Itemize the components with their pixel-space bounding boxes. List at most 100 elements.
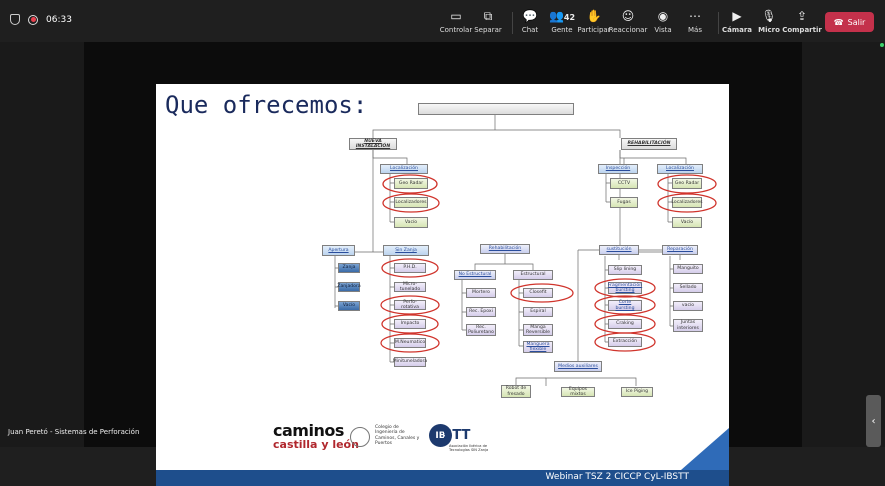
people-count: 42 xyxy=(563,13,576,22)
node-vacio-rehab: Vacío xyxy=(672,217,702,228)
highlight-m-neumatico xyxy=(380,333,440,353)
node-rec-epoxi: Rec. Epoxi xyxy=(466,307,496,317)
chat-button[interactable]: 💬Chat xyxy=(510,8,550,34)
node-perfo-rotativa: Perfo-rotativa xyxy=(394,300,426,310)
slide-footer: Webinar TSZ 2 CICCP CyL-IBSTT xyxy=(156,470,729,486)
camera-button[interactable]: ▶Cámara xyxy=(717,8,757,34)
node-fugas: Fugas xyxy=(610,197,638,208)
highlight-fragmentacion xyxy=(594,278,656,298)
node-medios-auxiliares: Medios auxiliares xyxy=(554,361,602,372)
node-no-estructural: No Estructural xyxy=(454,270,496,280)
node-juntas-interiores: Juntas interiores xyxy=(673,319,703,332)
camera-icon: ▶ xyxy=(732,9,742,23)
more-icon: ⋯ xyxy=(689,9,701,23)
node-georadar-rehab: Geo Radar xyxy=(672,178,702,189)
presentation-slide: Que ofrecemos: xyxy=(156,84,729,486)
node-microtunelado: Micro-tunelado xyxy=(394,282,426,292)
node-fragmentacion: Fragmentación bursting xyxy=(607,282,643,294)
node-localizacion: Localización xyxy=(380,164,428,174)
node-sustitucion: sustitución xyxy=(599,245,639,255)
node-apertura: Apertura xyxy=(322,245,355,256)
recording-icon xyxy=(28,14,38,25)
node-equipos-mixtos: Equipos mixtos xyxy=(561,387,595,397)
phone-hangup-icon: ☎ xyxy=(833,17,844,27)
node-robot-fresado: Robot de fresado xyxy=(501,385,531,398)
status-dot xyxy=(880,43,884,47)
highlight-impacto xyxy=(381,314,439,334)
highlight-georadar-rehab xyxy=(657,174,717,194)
node-zanjadora: Zanjadora xyxy=(337,282,361,292)
meeting-timer: 06:33 xyxy=(46,14,72,25)
highlight-localizadores xyxy=(382,193,440,213)
highlight-phd xyxy=(381,258,439,278)
node-vacio: Vacío xyxy=(394,217,428,228)
react-button[interactable]: ☺Reaccionar xyxy=(608,9,648,34)
node-impacto: Impacto xyxy=(394,319,426,329)
node-closefit: Closefit xyxy=(523,288,553,298)
node-mortero: Mortero xyxy=(466,288,496,298)
highlight-localizadores-rehab xyxy=(657,193,717,213)
more-button[interactable]: ⋯Más xyxy=(675,8,715,34)
node-rehabilitacion: Rehabilitación xyxy=(480,244,530,254)
side-panel-toggle[interactable]: ‹ xyxy=(866,395,881,447)
share-icon: ⇪ xyxy=(796,9,808,23)
node-georadar: Geo Radar xyxy=(394,178,428,189)
chart-root xyxy=(418,103,574,115)
node-corte-bursting: Corte bursting xyxy=(608,300,642,311)
highlight-ellipses xyxy=(380,174,717,353)
meeting-stage: Que ofrecemos: xyxy=(0,42,885,486)
node-ice-piging: Ice Piging xyxy=(621,387,653,397)
highlight-extraccion xyxy=(594,332,656,352)
node-inspeccion: Inspección xyxy=(598,164,638,174)
node-cctv: CCTV xyxy=(610,178,638,189)
node-minituneladora: Minituneladora xyxy=(393,357,427,367)
node-reparacion: Reparación xyxy=(662,245,698,255)
node-nueva-instalacion: NUEVA INSTALACIÓN xyxy=(349,138,397,150)
node-estructural: Estructural xyxy=(513,270,553,280)
mic-off-icon: 🎙 xyxy=(761,9,777,23)
view-button[interactable]: ◉Vista xyxy=(643,8,683,34)
control-icon: ▭ xyxy=(450,9,462,23)
mic-button[interactable]: 🎙Micro xyxy=(749,8,789,34)
raise-hand-icon: ✋ xyxy=(586,9,602,23)
share-button[interactable]: ⇪Compartir xyxy=(782,9,822,34)
colegio-text: Colegio de Ingeniería de Caminos, Canale… xyxy=(375,425,420,447)
toolbar-divider xyxy=(718,12,719,34)
highlight-georadar xyxy=(382,174,438,194)
meeting-info: 06:33 xyxy=(10,14,72,25)
node-vacio-apertura: Vacío xyxy=(338,301,360,311)
node-manguera-flexible: Manguera flexible xyxy=(523,341,553,353)
highlight-closefit xyxy=(510,283,574,303)
view-icon: ◉ xyxy=(657,9,669,23)
node-slip-lining: Slip lining xyxy=(608,265,642,275)
ibstt-logo: IB STT Asociación Ibérica de Tecnologías… xyxy=(429,424,488,452)
node-craking: Craking xyxy=(608,319,642,329)
node-sin-zanja: Sin Zanja xyxy=(383,245,429,256)
people-icon: 👥 xyxy=(548,9,564,23)
slide-corner-accent xyxy=(681,428,729,470)
slide-title: Que ofrecemos: xyxy=(165,91,368,119)
node-manguito: Manguito xyxy=(673,264,703,274)
control-button[interactable]: ▭Controlar xyxy=(436,8,476,34)
node-m-neumatico: M.Neumatico xyxy=(394,338,426,348)
toolbar-divider xyxy=(512,12,513,34)
highlight-corte-bursting xyxy=(594,295,656,315)
detach-button[interactable]: ⧉Separar xyxy=(468,8,508,34)
node-localizadores: Localizadores xyxy=(394,197,428,208)
leave-button[interactable]: ☎ Salir xyxy=(825,12,874,32)
chevron-left-icon: ‹ xyxy=(871,415,876,427)
footer-text: Webinar TSZ 2 CICCP CyL-IBSTT xyxy=(545,472,689,482)
shield-icon xyxy=(10,14,20,25)
raise-hand-button[interactable]: ✋Participar xyxy=(574,8,614,34)
node-manga-reversible: Manga Reversible xyxy=(523,324,553,336)
node-localizadores-rehab: Localizadores xyxy=(671,197,703,208)
node-rec-poliuretano: Rec. Poliuretano xyxy=(466,324,496,336)
node-localizacion-rehab: Localización xyxy=(657,164,703,174)
node-espiral: Espiral xyxy=(523,307,553,317)
participant-name: Juan Peretó - Sistemas de Perforación xyxy=(8,428,140,436)
react-icon: ☺ xyxy=(621,9,635,23)
colegio-seal-icon xyxy=(350,427,370,447)
chat-icon: 💬 xyxy=(522,9,538,23)
